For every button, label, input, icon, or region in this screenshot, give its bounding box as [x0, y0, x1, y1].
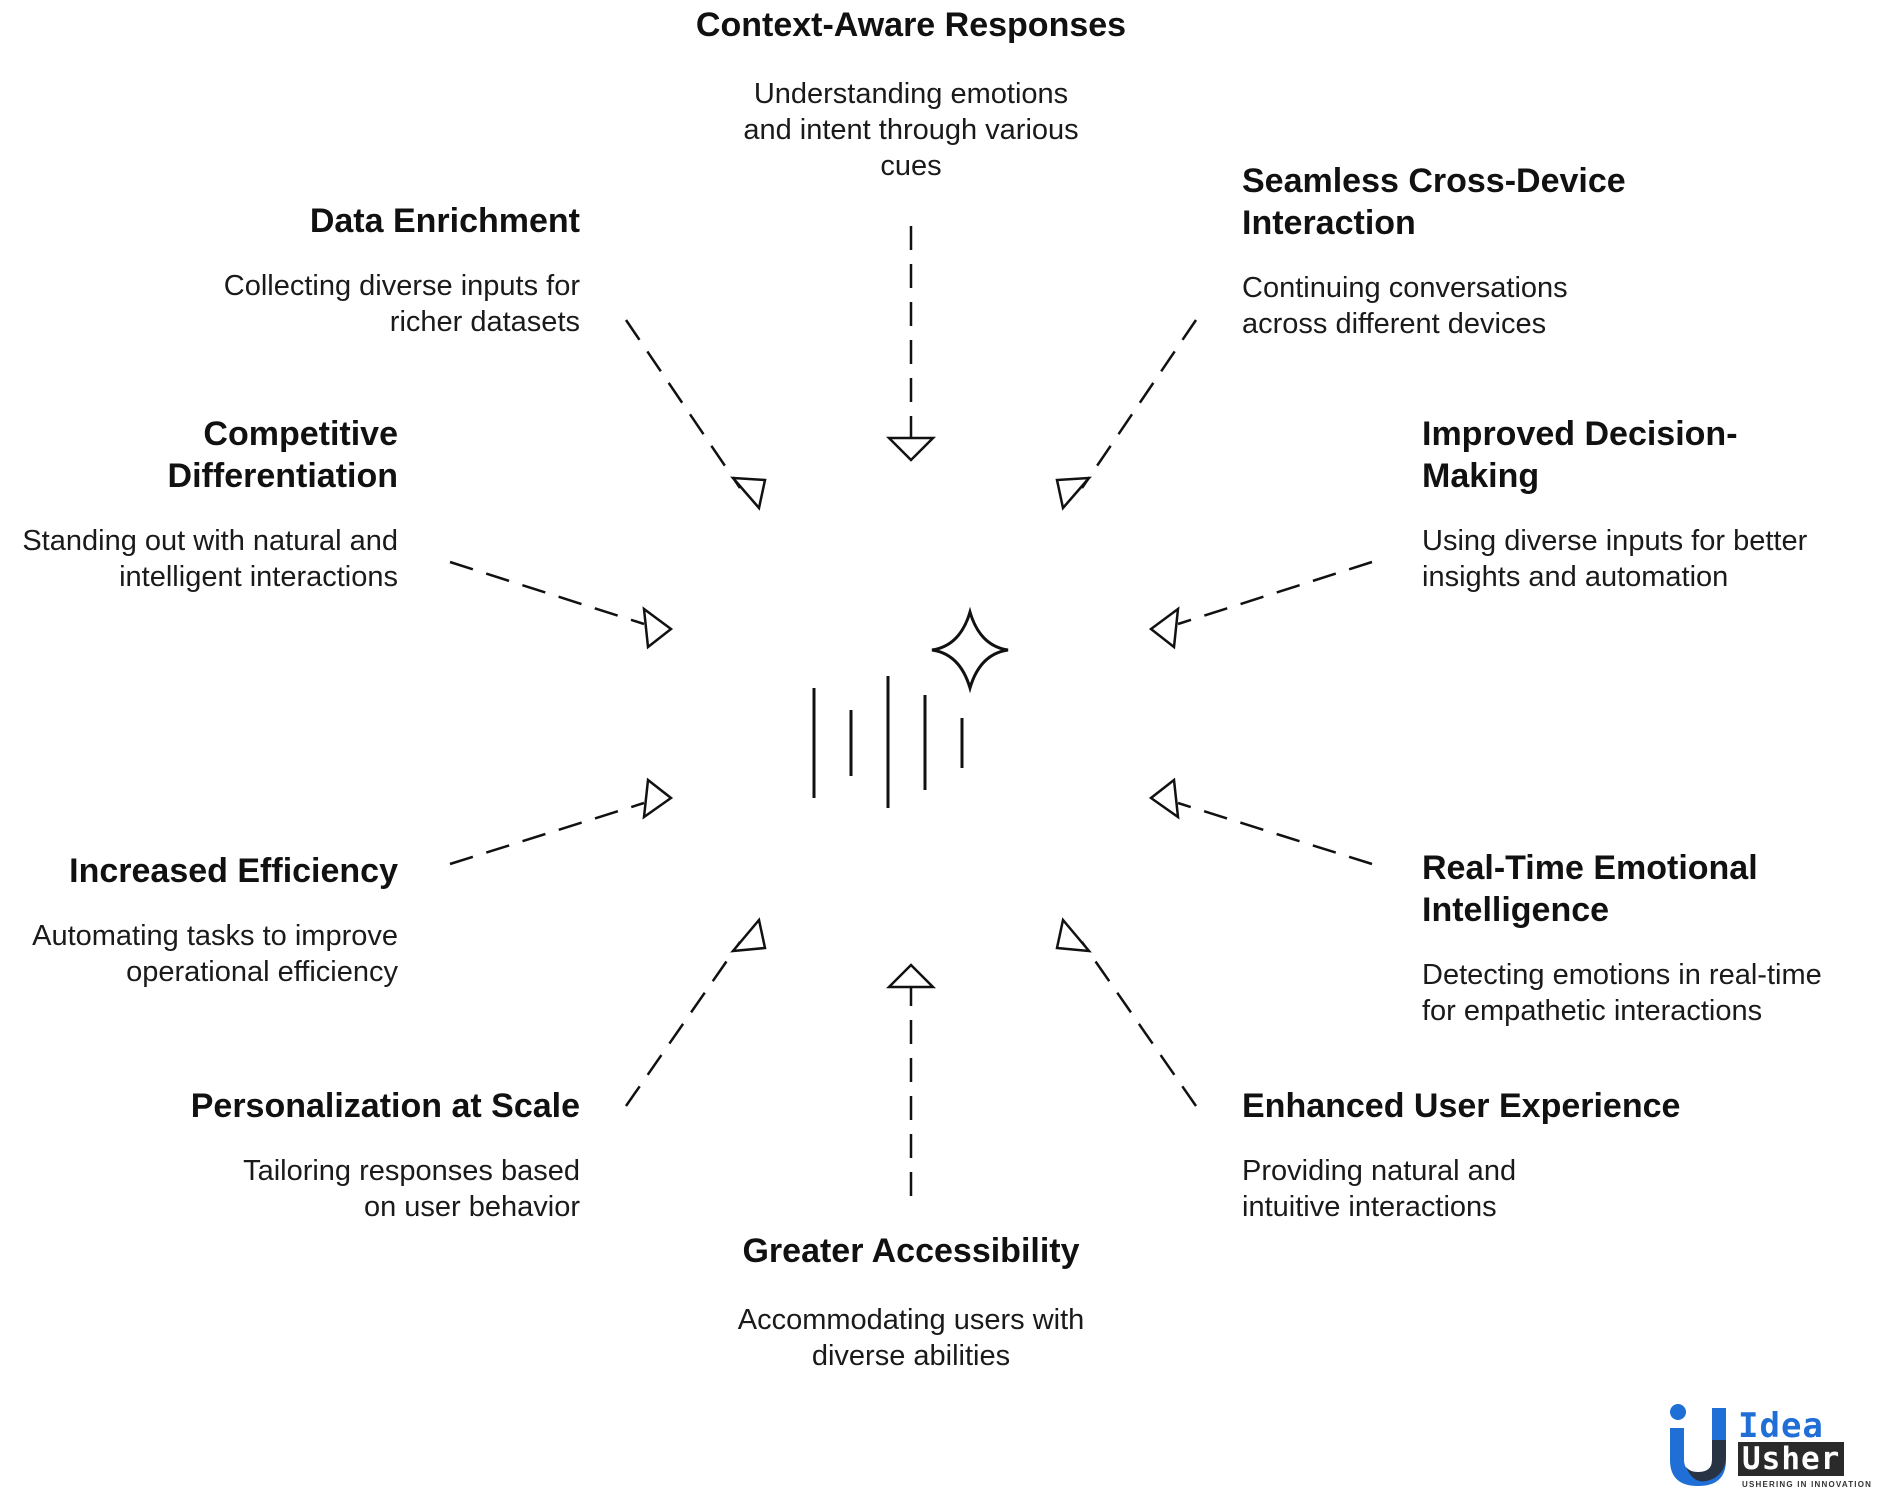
arrow-seamless: [1055, 319, 1198, 511]
node-desc: Tailoring responses based on user behavi…: [243, 1155, 580, 1223]
arrow-enhanced: [1055, 917, 1198, 1107]
node-desc: Providing natural and intuitive interact…: [1242, 1155, 1517, 1223]
node-title: Increased Efficiency: [69, 852, 398, 890]
node-efficiency: Increased Efficiency Automating tasks to…: [0, 850, 398, 990]
arrow-competitive: [449, 560, 674, 650]
node-title: Improved Decision-Making: [1422, 415, 1738, 495]
node-enhanced: Enhanced User Experience Providing natur…: [1242, 1085, 1682, 1225]
logo-line2: Usher: [1738, 1442, 1845, 1476]
node-realtime: Real-Time Emotional Intelligence Detecti…: [1422, 847, 1862, 1029]
node-desc: Collecting diverse inputs for richer dat…: [223, 270, 580, 338]
arrow-context: [885, 226, 937, 462]
node-desc: Accommodating users with diverse abiliti…: [737, 1304, 1085, 1372]
node-title: Competitive Differentiation: [167, 415, 398, 495]
arrow-personalization: [624, 917, 767, 1107]
arrow-efficiency: [449, 777, 674, 866]
logo-line1: Idea: [1738, 1406, 1824, 1446]
node-title: Personalization at Scale: [190, 1087, 580, 1125]
arrow-accessibility: [885, 963, 937, 1196]
sound-wave-sparkle-icon: [812, 606, 1009, 808]
node-title: Data Enrichment: [309, 202, 580, 240]
node-data: Data Enrichment Collecting diverse input…: [160, 200, 580, 340]
node-accessibility: Greater Accessibility Accommodating user…: [661, 1230, 1161, 1374]
node-context: Context-Aware Responses Understanding em…: [661, 4, 1161, 184]
node-desc: Standing out with natural and intelligen…: [22, 525, 398, 593]
arrow-data: [624, 319, 767, 511]
logo-tagline: USHERING IN INNOVATION: [1742, 1480, 1873, 1489]
node-title: Real-Time Emotional Intelligence: [1422, 849, 1758, 929]
node-desc: Detecting emotions in real-time for empa…: [1422, 959, 1822, 1027]
logo-u-icon: [1670, 1404, 1726, 1486]
arrow-realtime: [1148, 777, 1373, 866]
node-desc: Understanding emotions and intent throug…: [743, 78, 1079, 182]
idea-usher-logo: Idea Usher USHERING IN INNOVATION: [1660, 1400, 1892, 1493]
node-improved: Improved Decision-Making Using diverse i…: [1422, 413, 1862, 595]
node-personalization: Personalization at Scale Tailoring respo…: [160, 1085, 580, 1225]
node-competitive: Competitive Differentiation Standing out…: [0, 413, 398, 595]
node-desc: Automating tasks to improve operational …: [32, 920, 398, 988]
node-title: Enhanced User Experience: [1242, 1087, 1681, 1125]
node-seamless: Seamless Cross-Device Interaction Contin…: [1242, 160, 1662, 342]
node-title: Context-Aware Responses: [695, 6, 1127, 44]
arrow-improved: [1148, 560, 1373, 650]
node-title: Seamless Cross-Device Interaction: [1242, 162, 1626, 242]
node-title: Greater Accessibility: [742, 1232, 1080, 1270]
node-desc: Using diverse inputs for better insights…: [1422, 525, 1808, 593]
node-desc: Continuing conversations across differen…: [1242, 272, 1568, 340]
